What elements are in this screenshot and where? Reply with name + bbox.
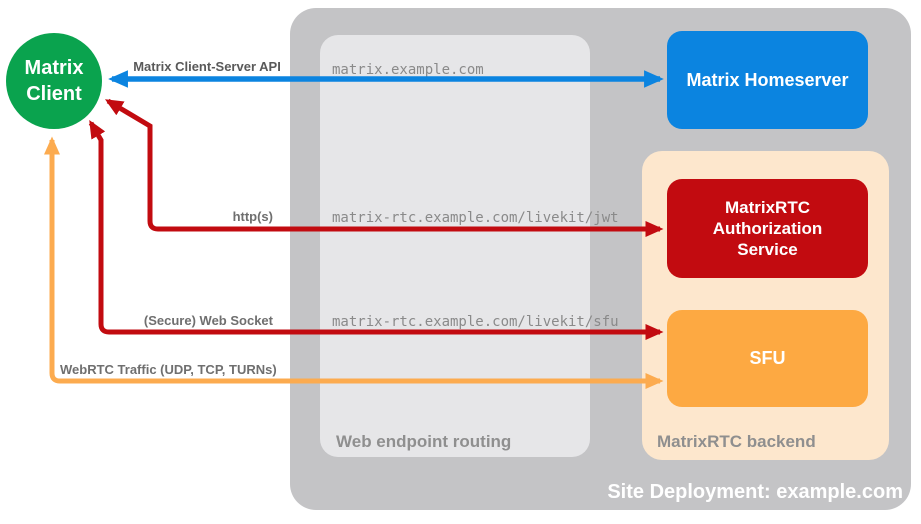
webrtc-traffic-label: WebRTC Traffic (UDP, TCP, TURNs) — [60, 362, 277, 377]
sfu-label: SFU — [749, 348, 786, 369]
endpoint-matrix-example-com: matrix.example.com — [332, 62, 484, 78]
web-endpoint-routing-box — [320, 35, 590, 457]
endpoint-livekit-sfu: matrix-rtc.example.com/livekit/sfu — [332, 314, 619, 330]
websocket-label: (Secure) Web Socket — [143, 313, 273, 328]
matrixrtc-authorization-service-node: MatrixRTC Authorization Service — [667, 179, 868, 278]
matrix-client-node: Matrix Client — [6, 33, 102, 129]
matrix-client-label-line2: Client — [26, 83, 82, 105]
matrixrtc-authorization-service-label: MatrixRTC Authorization Service — [712, 197, 823, 260]
client-server-api-label: Matrix Client-Server API — [133, 59, 281, 74]
sfu-node: SFU — [667, 310, 868, 407]
endpoint-livekit-jwt: matrix-rtc.example.com/livekit/jwt — [332, 210, 619, 226]
https-label: http(s) — [232, 209, 273, 224]
site-deployment-label: Site Deployment: example.com — [607, 481, 903, 503]
matrix-homeserver-node: Matrix Homeserver — [667, 31, 868, 129]
matrix-homeserver-label: Matrix Homeserver — [686, 69, 849, 90]
matrix-client-label-line1: Matrix — [24, 57, 84, 79]
web-endpoint-routing-label: Web endpoint routing — [336, 432, 512, 451]
matrixrtc-backend-label: MatrixRTC backend — [657, 432, 816, 451]
